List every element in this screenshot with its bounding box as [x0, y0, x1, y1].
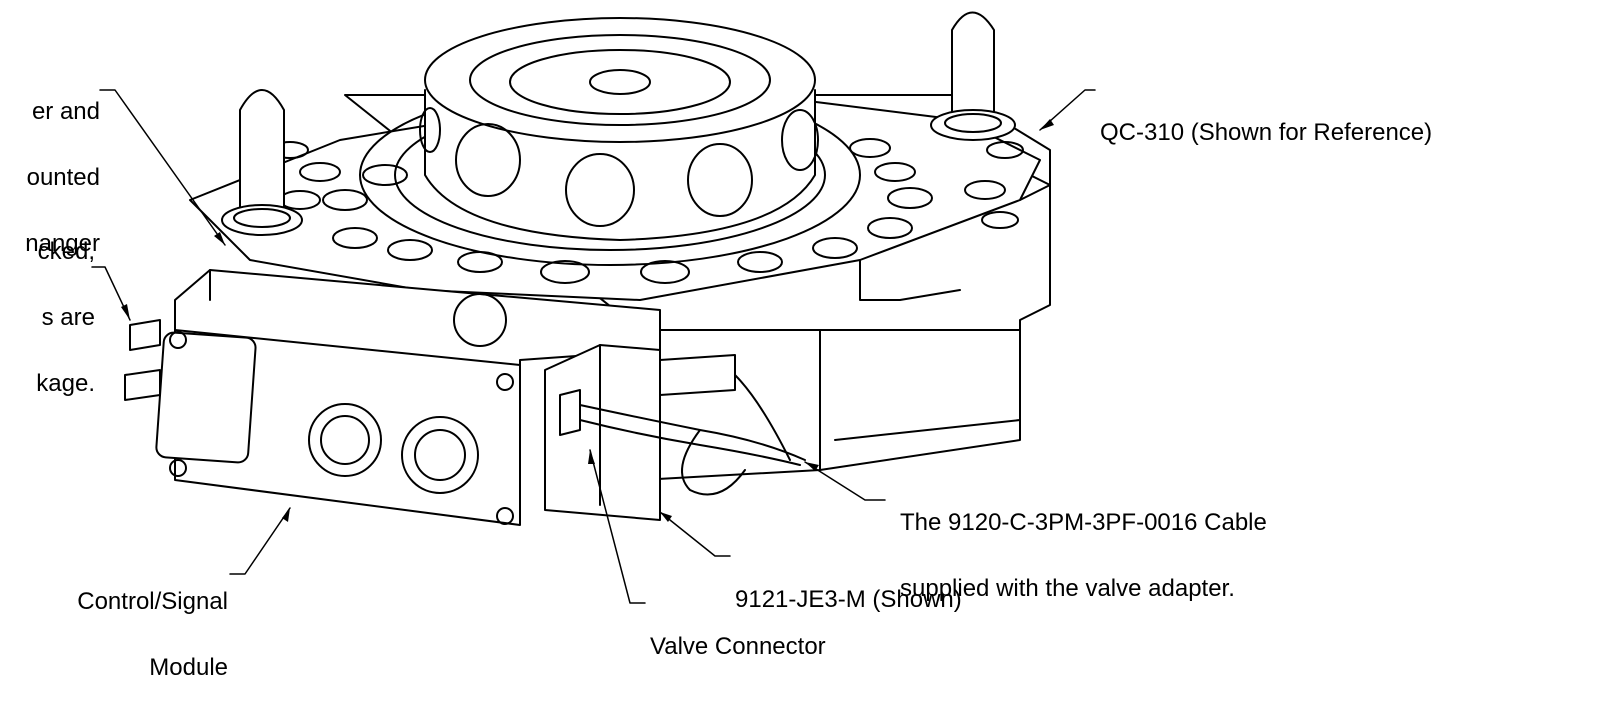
callout-line: kage.: [36, 370, 95, 397]
callout-leakage-note: cked, s are kage.: [0, 197, 95, 417]
callout-line: Valve Connector: [650, 633, 826, 660]
callout-line: Control/Signal: [77, 588, 228, 615]
valve-cable: [579, 374, 806, 496]
control-signal-module: [124, 269, 661, 526]
callout-line: supplied with the valve adapter.: [900, 575, 1235, 602]
callout-line: The 9120-C-3PM-3PF-0016 Cable: [900, 509, 1267, 536]
leader-arrowheads: [121, 119, 1054, 522]
callout-control-module: Control/Signal Module: [40, 547, 228, 701]
callout-line: er and: [31, 98, 100, 125]
central-turret: [419, 17, 819, 241]
callout-line: cked,: [37, 238, 95, 265]
callout-cable: The 9120-C-3PM-3PF-0016 Cable supplied w…: [900, 468, 1267, 622]
leader-lines: [91, 89, 1096, 604]
callout-valve-adapter: 9121-JE3-M (Shown): [735, 545, 962, 633]
callout-qc310: QC-310 (Shown for Reference): [1100, 78, 1432, 166]
callout-quick-changer-mount: er and ounted nanger: [0, 57, 100, 277]
callout-line: 9121-JE3-M (Shown): [735, 586, 962, 613]
callout-line: Module: [149, 654, 228, 681]
callout-line: nanger: [25, 230, 100, 257]
callout-line: QC-310 (Shown for Reference): [1100, 119, 1433, 146]
left-locating-pin: [221, 89, 303, 236]
technical-drawing: [91, 11, 1096, 604]
callout-line: s are: [41, 304, 95, 331]
callout-line: ounted: [26, 164, 100, 191]
callout-valve-connector: Valve Connector: [650, 592, 826, 680]
right-locating-pin: [930, 11, 1016, 141]
